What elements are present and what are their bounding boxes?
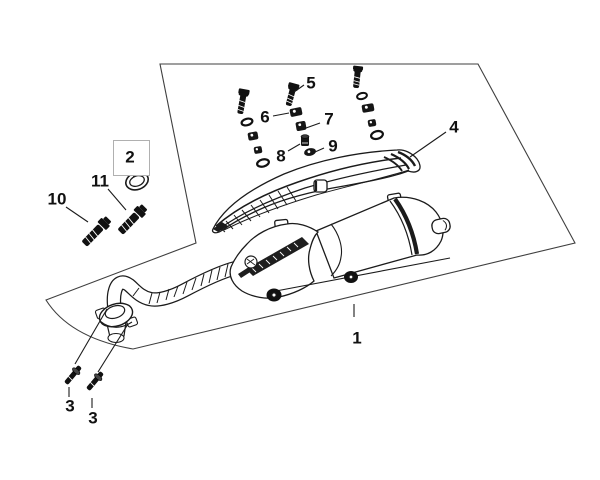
leader-lines xyxy=(65,84,447,408)
bolt-5-drawing xyxy=(285,82,300,106)
nut-icon xyxy=(247,131,259,141)
callout-11: 11 xyxy=(91,171,109,191)
sheet-outline xyxy=(45,63,576,350)
collar-8-drawing xyxy=(300,134,310,146)
heat-shield-drawing xyxy=(211,149,421,234)
nut-icon xyxy=(361,103,375,113)
leader-3b xyxy=(97,323,129,373)
muffler-end-band xyxy=(393,197,420,255)
callout-2: 2 xyxy=(125,147,135,167)
leader-5 xyxy=(293,84,305,93)
callout-6: 6 xyxy=(260,107,270,127)
callout-2-highlight-box xyxy=(113,140,150,176)
callout-4: 4 xyxy=(449,117,459,137)
callout-9: 9 xyxy=(328,136,338,156)
callout-3a: 3 xyxy=(65,396,75,416)
nut-icon xyxy=(253,146,263,154)
leader-4 xyxy=(409,131,447,158)
leader-3a xyxy=(74,308,108,365)
middle-fastener-stack-drawing xyxy=(285,82,316,156)
stud-3b-drawing xyxy=(86,371,104,391)
grommet-icon xyxy=(266,271,358,302)
exhaust-pipe-drawing xyxy=(106,260,244,320)
bolt-11-drawing xyxy=(118,204,148,235)
nut-7-drawing xyxy=(295,121,307,131)
leader-10 xyxy=(65,206,89,223)
callout-7: 7 xyxy=(324,109,334,129)
callout-10: 10 xyxy=(47,189,67,209)
left-fastener-stack-drawing xyxy=(237,88,270,168)
leader-8 xyxy=(287,143,301,152)
leader-7 xyxy=(305,122,321,129)
leader-9 xyxy=(314,147,325,153)
washer-icon xyxy=(356,91,368,101)
callout-3b: 3 xyxy=(88,408,98,428)
nut-icon xyxy=(367,119,377,127)
shield-left-tip xyxy=(213,222,228,232)
tail-pipe-drawing xyxy=(431,217,451,235)
muffler-assembly-drawing xyxy=(94,192,451,344)
mounting-bar xyxy=(275,257,451,292)
leader-6 xyxy=(272,112,290,117)
housing-bracket-strip xyxy=(238,237,309,278)
shield-clip xyxy=(313,179,328,193)
callout-5: 5 xyxy=(306,73,316,93)
right-fastener-stack-drawing xyxy=(352,65,384,141)
washer-icon xyxy=(240,117,254,127)
callout-8: 8 xyxy=(276,146,286,166)
washer-icon xyxy=(256,158,270,168)
washer-icon xyxy=(370,129,384,141)
bolt-10-drawing xyxy=(82,216,112,247)
leader-11 xyxy=(107,188,127,211)
inlet-flange-drawing xyxy=(94,302,139,344)
left-bolt-drawing xyxy=(237,88,250,115)
nut-6-drawing xyxy=(289,107,303,117)
right-bolt-drawing xyxy=(352,65,364,89)
stud-3a-drawing xyxy=(64,365,82,385)
washer-9-drawing xyxy=(304,148,316,156)
callout-1: 1 xyxy=(352,328,362,348)
